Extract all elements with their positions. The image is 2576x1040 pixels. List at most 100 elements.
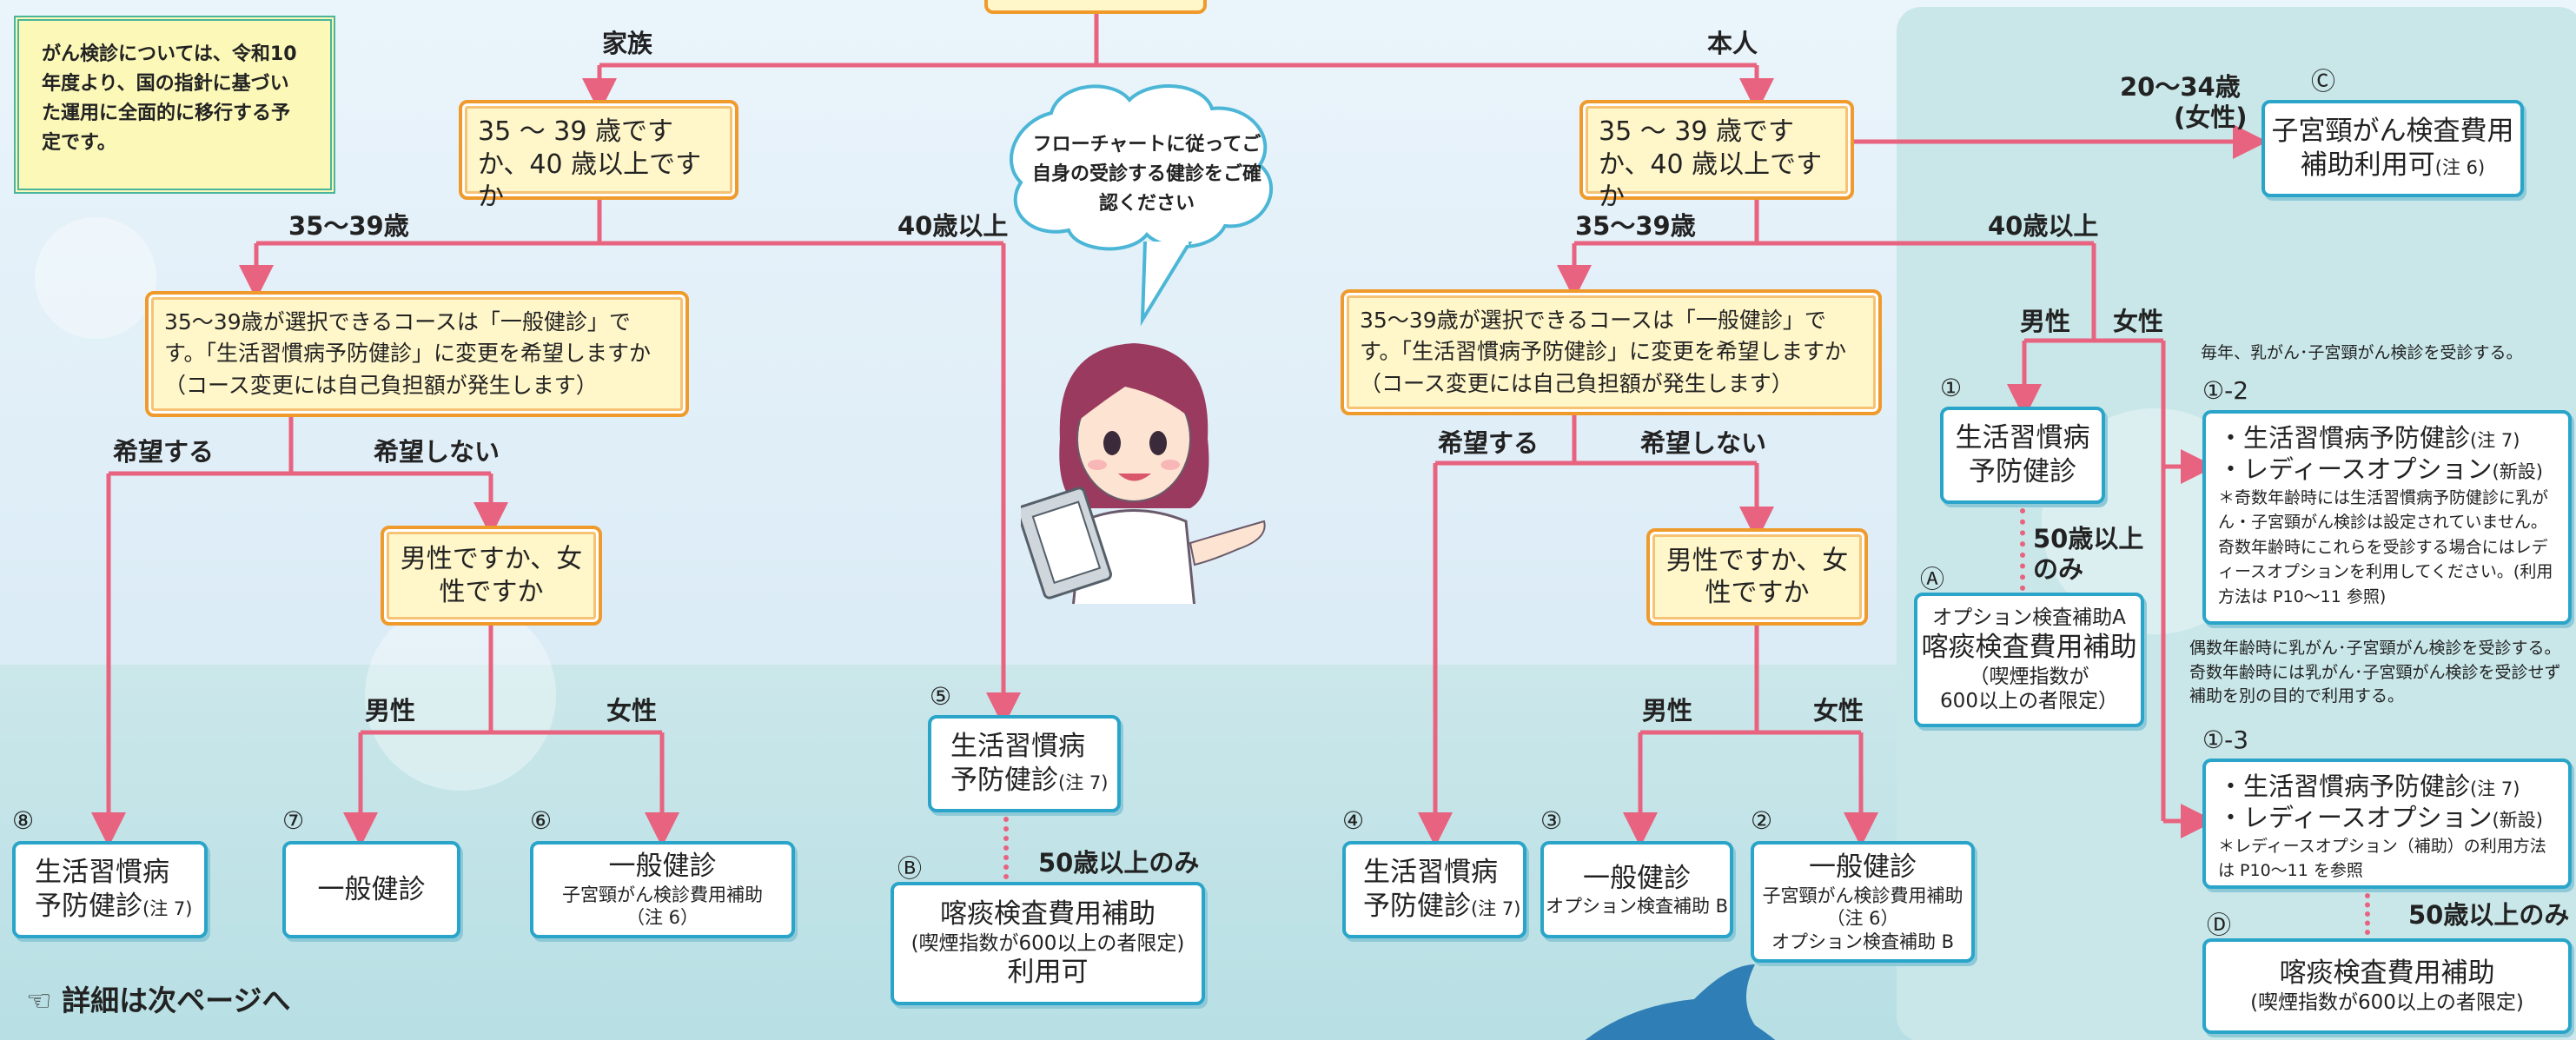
result-note: (注 7) [2470, 430, 2520, 451]
right-male-label: 男性 [1642, 696, 1693, 725]
result-note: (注 7) [1471, 898, 1521, 919]
dotted-connector [1003, 817, 1009, 879]
result-text: ・生活習慣病予防健診 [2218, 772, 2471, 801]
marker-B: Ⓑ [897, 854, 923, 883]
result-note: (注 7) [2470, 778, 2520, 799]
result-note: （注 6） [1826, 908, 1899, 930]
result-note: (注 6) [2434, 157, 2486, 178]
result-3-box: 一般健診 オプション検査補助 B [1540, 841, 1733, 938]
marker-1: ① [1940, 374, 1963, 402]
result-4-box: 生活習慣病 予防健診(注 7) [1342, 841, 1526, 938]
result-text: 喀痰検査費用補助 [940, 898, 1156, 930]
dotted-connector [2365, 893, 2370, 935]
marker-D: Ⓓ [2207, 911, 2232, 939]
result-text: ・レディースオプション [2218, 803, 2493, 833]
age-20-label: 20～34歳 [2120, 72, 2241, 102]
result-text: 子宮頸がん検査費用 [2271, 116, 2514, 148]
result-6-box: 一般健診 子宮頸がん検診費用補助 （注 6） [530, 841, 795, 938]
marker-8: ⑧ [12, 806, 35, 835]
left-female-label: 女性 [606, 696, 658, 725]
marker-A: Ⓐ [1920, 565, 1945, 593]
result-text: 一般健診 [1583, 862, 1691, 894]
marker-5: ⑤ [930, 682, 952, 711]
right-sex-question: 男性ですか、女性ですか [1646, 528, 1868, 626]
right-not-want-label: 希望しない [1640, 428, 1767, 458]
result-text: 予防健診 [35, 891, 142, 922]
result-A-box: オプション検査補助A 喀痰検査費用補助 （喫煙指数が 600以上の者限定） [1914, 593, 2144, 727]
result-B-box: 喀痰検査費用補助 (喫煙指数が600以上の者限定) 利用可 [891, 882, 1205, 1005]
wave-decoration [1585, 964, 1776, 1040]
result-text: 一般健診 [608, 851, 717, 883]
question-text: 35～39歳が選択できるコースは「一般健診」です。「生活習慣病予防健診」に変更を… [164, 309, 652, 398]
result-text: 生活習慣病 [1955, 422, 2090, 454]
only-50-label-b: のみ [2033, 554, 2084, 584]
result-note: （注 6） [626, 907, 699, 929]
branch-self-label: 本人 [1707, 29, 1758, 58]
result-C-box: 子宮頸がん検査費用 補助利用可(注 6) [2261, 100, 2524, 197]
dotted-connector [2020, 508, 2025, 591]
result-text: オプション検査補助 B [1771, 931, 1955, 952]
pointing-hand-icon: ☜ [26, 984, 52, 1017]
speech-cloud [1010, 84, 1273, 251]
only-50-label: 50歳以上のみ [1038, 848, 1200, 878]
question-text: 男性ですか、女性ですか [400, 544, 583, 607]
result-text: 子宮頸がん検診費用補助 [1762, 885, 1963, 906]
left-age-question: 35 ～ 39 歳ですか、40 歳以上ですか [459, 100, 738, 212]
marker-4: ④ [1342, 806, 1365, 835]
result-5-box: 生活習慣病 予防健診(注 7) [928, 715, 1121, 812]
result-text: ・レディースオプション [2218, 454, 2493, 485]
right-course-question: 35～39歳が選択できるコースは「一般健診」です。「生活習慣病予防健診」に変更を… [1341, 289, 1882, 415]
result-text: 600以上の者限定） [1940, 690, 2118, 713]
result-text: 生活習慣病 [35, 857, 169, 889]
result-2-box: 一般健診 子宮頸がん検診費用補助 （注 6） オプション検査補助 B [1751, 841, 1975, 963]
right-want-label: 希望する [1438, 428, 1540, 458]
result-text: 予防健診 [1363, 891, 1471, 922]
question-text: 35 ～ 39 歳ですか、40 歳以上ですか [478, 116, 702, 212]
marker-1-2: ①-2 [2202, 376, 2249, 405]
left-age-35-label: 35～39歳 [288, 211, 409, 241]
right-female-40-label: 女性 [2113, 307, 2164, 336]
only-50-label-d: 50歳以上のみ [2408, 900, 2570, 930]
left-age-40-label: 40歳以上 [897, 211, 1009, 241]
result-note: ＊奇数年齢時には生活習慣病予防健診に乳がん・子宮頸がん検診は設定されていません。… [2218, 487, 2553, 606]
right-age-40-label: 40歳以上 [1988, 211, 2099, 241]
question-text: 35 ～ 39 歳ですか、40 歳以上ですか [1599, 116, 1823, 212]
result-text: 子宮頸がん検診費用補助 [562, 884, 763, 906]
left-male-label: 男性 [365, 696, 416, 725]
result-text: 補助利用可 [2300, 149, 2435, 181]
result-text: 生活習慣病 [1363, 857, 1498, 889]
result-text: 喀痰検査費用補助 [1921, 631, 2137, 663]
marker-2: ② [1751, 806, 1773, 835]
result-text: 利用可 [1007, 957, 1089, 989]
left-want-label: 希望する [113, 437, 215, 467]
result-text: 予防健診 [1969, 456, 2076, 487]
background-bubble [365, 599, 556, 791]
result-text: 生活習慣病 [950, 731, 1085, 763]
result-text: 喀痰検査費用補助 [2279, 957, 2495, 990]
result-text: 一般健診 [1809, 851, 1917, 884]
next-page-link[interactable]: ☜ 詳細は次ページへ [26, 977, 290, 1019]
result-note: ＊レディースオプション（補助）の利用方法は P10～11 を参照 [2218, 836, 2546, 881]
result-text: ・生活習慣病予防健診 [2218, 423, 2471, 453]
marker-C: Ⓒ [2311, 67, 2336, 96]
notice-box: がん検診については、令和10年度より、国の指針に基づいた運用に全面的に移行する予… [14, 16, 335, 194]
result-note: (新設) [2492, 810, 2543, 831]
result-text: （喫煙指数が [1969, 665, 2089, 688]
speech-tail [1140, 242, 1193, 327]
result-text: 予防健診 [950, 765, 1058, 796]
right-male-40-label: 男性 [2020, 307, 2071, 336]
background-bubble [35, 217, 156, 339]
left-sex-question: 男性ですか、女性ですか [381, 526, 602, 626]
result-7-box: 一般健診 [282, 841, 460, 938]
left-course-question: 35～39歳が選択できるコースは「一般健診」です。「生活習慣病予防健診」に変更を… [145, 291, 689, 417]
result-1-2-box: ・生活習慣病予防健診(注 7) ・レディースオプション(新設) ＊奇数年齢時には… [2202, 410, 2572, 625]
result-text: (喫煙指数が600以上の者限定) [2250, 991, 2524, 1014]
marker-7: ⑦ [282, 806, 305, 835]
next-page-text: 詳細は次ページへ [62, 984, 291, 1017]
marker-1-3: ①-3 [2202, 725, 2249, 754]
result-text: オプション検査補助A [1932, 606, 2126, 629]
only-50-label-a: 50歳以上 [2033, 524, 2144, 553]
result-D-box: 喀痰検査費用補助 (喫煙指数が600以上の者限定) [2202, 938, 2572, 1034]
